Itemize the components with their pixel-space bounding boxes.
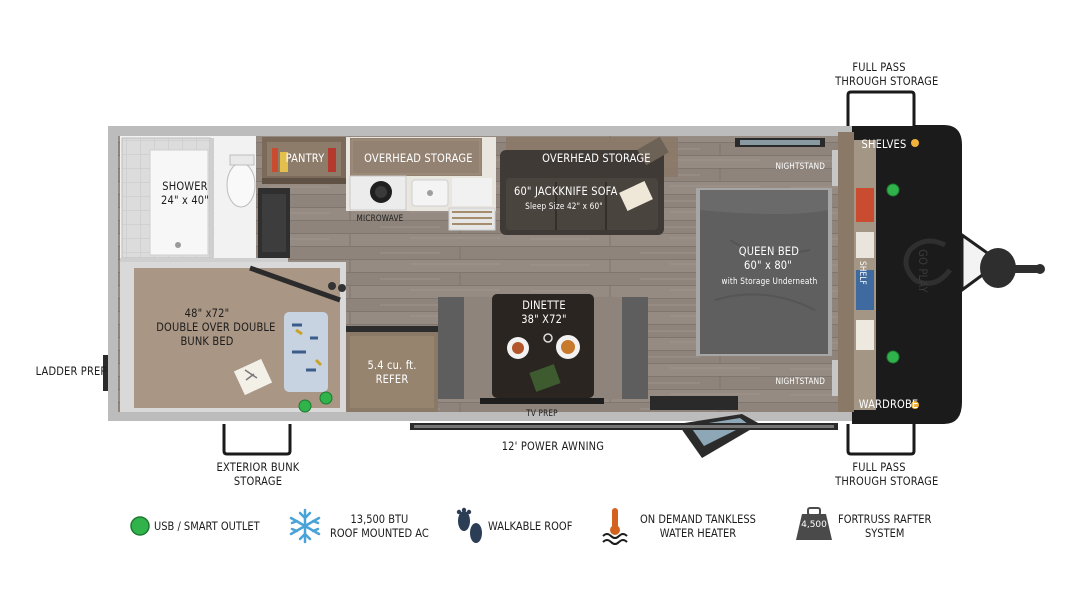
dinette-bench-right (622, 297, 648, 399)
legend-ac-text: 13,500 BTU ROOF MOUNTED AC (330, 512, 429, 540)
toilet-tank (229, 154, 255, 166)
legend-line: SYSTEM (864, 526, 905, 540)
shower-label: SHOWER 24" x 40" (157, 179, 214, 207)
shelf-label: SHELF (857, 261, 867, 285)
bunk-bed-label: 48" x72" DOUBLE OVER DOUBLE BUNK BED (156, 306, 276, 348)
label-line: 5.4 cu. ft. (367, 358, 417, 372)
label-line: REFER (375, 372, 409, 386)
ladder-prep-bar (103, 355, 108, 391)
tv-prep-label: TV PREP (526, 409, 558, 419)
entry-door (650, 396, 738, 410)
full-pass-through-storage-top-label: FULL PASS THROUGH STORAGE (835, 60, 939, 88)
toilet (226, 162, 256, 208)
full-pass-through-storage-bottom-label: FULL PASS THROUGH STORAGE (835, 460, 939, 488)
legend-line: ROOF MOUNTED AC (330, 526, 429, 540)
label-line: QUEEN BED (738, 244, 800, 258)
overhead-storage-2-label: OVERHEAD STORAGE (542, 151, 651, 165)
front-cap (852, 125, 962, 424)
exterior-bunk-storage-label: EXTERIOR BUNK STORAGE (215, 460, 301, 488)
exterior-bunk-storage-box (222, 424, 292, 456)
refer-label: 5.4 cu. ft. REFER (363, 358, 421, 386)
label-line: STORAGE (233, 474, 283, 488)
pass-through-storage-bottom (846, 424, 916, 456)
dinette-bench-left (438, 297, 464, 399)
nightstand-top-label: NIGHTSTAND (775, 162, 826, 172)
legend-line: WALKABLE ROOF (488, 519, 573, 533)
dinette-table (492, 294, 594, 398)
label-line: THROUGH STORAGE (835, 474, 939, 488)
nightstand-bottom-label: NIGHTSTAND (775, 377, 826, 387)
usb-outlet (319, 391, 333, 405)
label-line: FULL PASS (852, 460, 906, 474)
legend-line: WATER HEATER (659, 526, 737, 540)
bunk-lamp (328, 282, 336, 290)
label-line: 38" X72" (521, 312, 567, 326)
dinette-book (529, 364, 561, 392)
usb-outlet (298, 399, 312, 413)
usb-outlet (886, 350, 900, 364)
sofa-book (619, 181, 653, 211)
legend-rafter-system-text: FORTRUSS RAFTER SYSTEM (838, 512, 931, 540)
coloring-book (233, 358, 273, 396)
overhead-storage-1-cab (350, 138, 482, 176)
pantry-label: PANTRY (285, 151, 325, 165)
brand-logo (903, 238, 952, 286)
label-line: DOUBLE OVER DOUBLE (156, 320, 276, 334)
legend-water-heater-text: ON DEMAND TANKLESS WATER HEATER (640, 512, 756, 540)
label-line: DINETTE (522, 298, 566, 312)
label-line: SHOWER (162, 179, 208, 193)
shower-drain (175, 242, 181, 248)
bath-wall (120, 258, 288, 264)
label-line: 60" x 80" (744, 258, 792, 272)
legend-line: 13,500 BTU (350, 512, 409, 526)
shower-tray (149, 149, 209, 256)
label-line: EXTERIOR BUNK (216, 460, 300, 474)
queen-bed (700, 190, 828, 354)
hitch-jack (980, 248, 1016, 288)
brand-logo-text: GO PLAY (916, 249, 930, 293)
label-line: 48" x72" (184, 306, 230, 320)
ladder-prep-label: LADDER PREP (35, 364, 107, 378)
overhead-storage-1-label: OVERHEAD STORAGE (364, 151, 473, 165)
tv-prep-bar (480, 398, 604, 404)
label-line: BUNK BED (180, 334, 234, 348)
usb-outlet (886, 183, 900, 197)
awning-label: 12' POWER AWNING (501, 439, 605, 453)
weight-badge-text: 4,500 (801, 520, 827, 530)
dinette-label: DINETTE 38" X72" (519, 298, 569, 326)
queen-bed-label: QUEEN BED 60" x 80" (738, 244, 800, 272)
shelves-label: SHELVES (861, 137, 907, 151)
sofa-sleep-size-label: Sleep Size 42" x 60" (525, 202, 603, 212)
label-line: THROUGH STORAGE (835, 74, 939, 88)
queen-bed-storage-label: with Storage Underneath (721, 277, 818, 287)
legend-line: ON DEMAND TANKLESS (640, 512, 756, 526)
legend-usb-text: USB / SMART OUTLET (154, 519, 260, 533)
wardrobe-label: WARDROBE (858, 397, 919, 411)
sofa-label: 60" JACKKNIFE SOFA (513, 184, 618, 198)
label-line: FULL PASS (852, 60, 906, 74)
legend-walkable-roof-text: WALKABLE ROOF (488, 519, 572, 533)
bath-partition (210, 138, 214, 258)
pass-through-storage-top (846, 90, 916, 126)
microwave-label: MICROWAVE (356, 214, 404, 224)
legend-line: USB / SMART OUTLET (154, 519, 260, 533)
label-line: 24" x 40" (161, 193, 209, 207)
legend-line: FORTRUSS RAFTER (838, 512, 932, 526)
